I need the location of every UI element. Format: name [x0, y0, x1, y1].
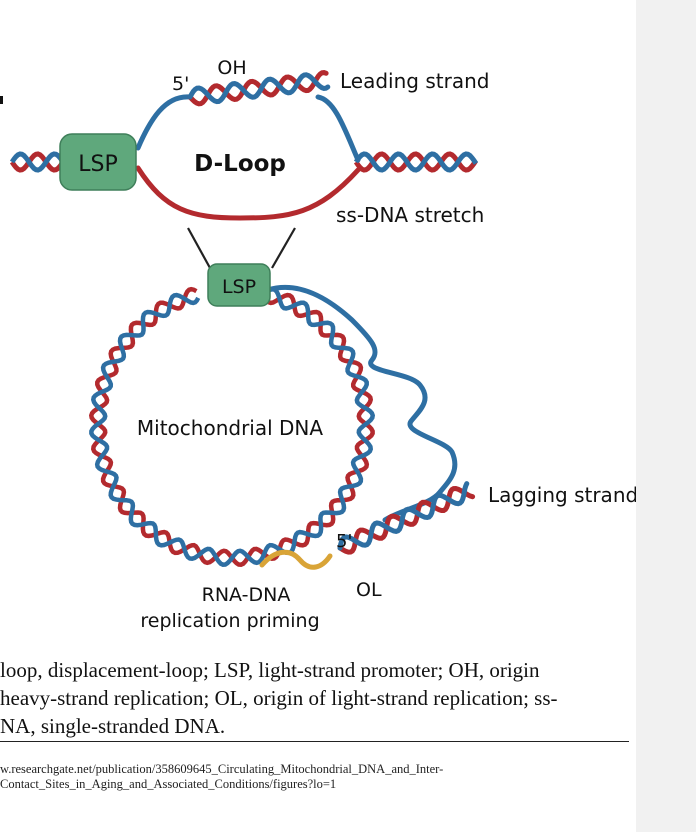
ss-dna-stretch-strand — [135, 165, 361, 221]
mitochondrial-dna-label: Mitochondrial DNA — [137, 416, 323, 440]
caption-divider — [0, 741, 629, 742]
five-prime-bottom-label: 5' — [336, 531, 352, 552]
lagging-helix-blue — [337, 481, 470, 551]
lagging-strand-label: Lagging strand — [488, 483, 636, 507]
leading-helix-blue — [187, 72, 331, 105]
leading-strand-label: Leading strand — [340, 69, 489, 93]
lsp-promoter-top: LSP — [59, 133, 137, 191]
rna-dna-label-line1: RNA-DNA — [202, 584, 291, 606]
source-line: Contact_Sites_in_Aging_and_Associated_Co… — [0, 777, 337, 791]
dloop-upper-blue-arc — [135, 94, 193, 151]
five-prime-top-label: 5' — [172, 73, 189, 95]
caption-line: heavy-strand replication; OL, origin of … — [0, 686, 558, 710]
ss-dna-stretch-label: ss-DNA stretch — [336, 203, 484, 227]
rna-dna-label-line2: replication priming — [140, 610, 319, 632]
mtdna-circle-blue — [89, 286, 376, 567]
lsp-promoter-circle: LSP — [207, 263, 271, 307]
zoom-line-right — [271, 227, 296, 269]
oh-label: OH — [217, 57, 246, 79]
side-panel — [636, 0, 696, 832]
lsp-top-label: LSP — [78, 152, 118, 177]
right-duplex-red — [353, 151, 479, 173]
text-cursor-mark — [0, 96, 3, 104]
lagging-displaced-strand — [265, 284, 458, 523]
left-duplex-blue — [9, 151, 65, 173]
right-duplex-blue — [353, 151, 479, 173]
ol-label: OL — [356, 579, 382, 601]
dloop-upper-blue-arc-right — [315, 94, 361, 163]
source-url: w.researchgate.net/publication/358609645… — [0, 762, 640, 792]
d-loop-label: D-Loop — [194, 151, 286, 177]
lsp-circle-label: LSP — [222, 276, 256, 298]
mtdna-diagram: LSP LSP OH 5' Leading strand D-Loop ss-D… — [9, 57, 636, 632]
source-line: w.researchgate.net/publication/358609645… — [0, 762, 444, 776]
figure-caption: loop, displacement-loop; LSP, light-stra… — [0, 656, 640, 740]
rna-primer-segment — [259, 549, 333, 570]
caption-line: loop, displacement-loop; LSP, light-stra… — [0, 658, 540, 682]
leading-helix-red — [187, 70, 329, 107]
dloop-upper-strand — [135, 70, 361, 163]
caption-line: NA, single-stranded DNA. — [0, 714, 226, 738]
zoom-line-left — [187, 227, 211, 269]
left-duplex-red — [9, 151, 65, 173]
